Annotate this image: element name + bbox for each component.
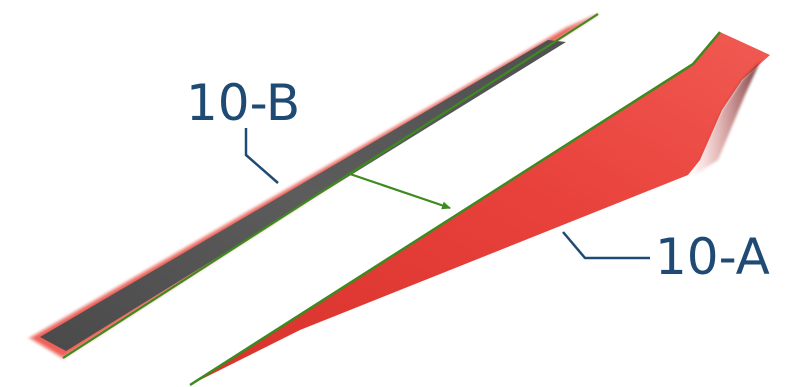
callout-10-b-label: 10-B [186,74,300,132]
part-10-a-shading [690,62,760,178]
part-10-b [28,13,599,360]
part-10-b-edge [62,13,599,359]
callout-10-a-leader [562,231,650,260]
callout-10-a-label: 10-A [655,228,770,286]
callout-10-a: 10-A [562,228,770,286]
part-10-a [189,31,770,387]
callout-10-b: 10-B [186,74,300,184]
part-10-a-edge [189,31,721,387]
callout-10-b-leader [244,128,279,184]
relation-arrow [349,172,451,210]
part-10-b-dark-band [40,40,566,351]
part-10-a-body [190,32,770,385]
